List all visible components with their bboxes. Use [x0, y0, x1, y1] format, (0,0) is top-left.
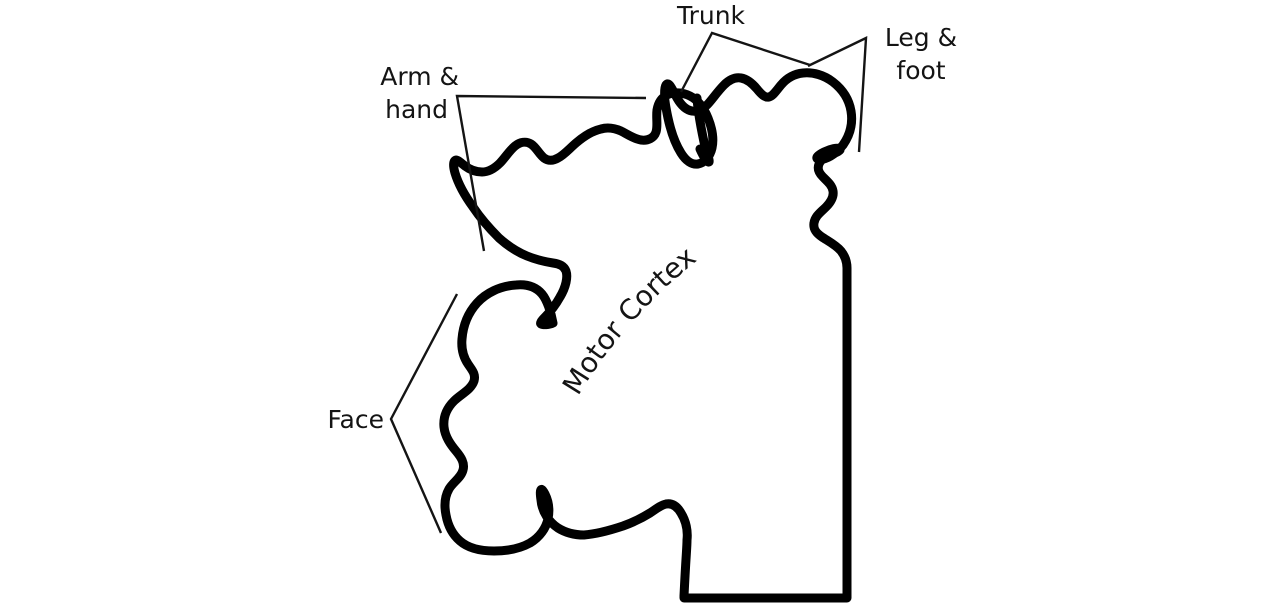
bracket-trunk	[679, 31, 811, 93]
cortex-outline-group	[439, 68, 857, 603]
label-face-line1: Face	[327, 405, 384, 434]
label-face: Face	[327, 405, 384, 434]
label-arm-hand-line1: Arm &	[380, 62, 459, 91]
central-sulcus-stroke	[692, 93, 714, 167]
label-leg-foot-line2: foot	[896, 56, 945, 85]
label-arm-hand-line2: hand	[385, 95, 448, 124]
bracket-arm-hand	[455, 94, 647, 252]
label-arm-hand: Arm & hand	[380, 62, 459, 124]
cortex-outline-path	[439, 68, 857, 603]
label-motor-cortex-textpath: Motor Cortex	[556, 240, 702, 400]
label-leg-foot-line1: Leg &	[885, 23, 957, 52]
label-trunk-line1: Trunk	[676, 1, 746, 30]
label-motor-cortex: Motor Cortex	[556, 240, 702, 400]
label-motor-cortex-text: Motor Cortex	[556, 240, 702, 400]
bracket-leg-foot	[807, 36, 868, 153]
label-trunk: Trunk	[676, 1, 746, 30]
bracket-face-path	[389, 293, 459, 534]
bracket-leg-foot-path	[807, 36, 868, 153]
bracket-arm-hand-path	[455, 94, 647, 252]
bracket-trunk-path	[679, 31, 811, 93]
label-leg-foot: Leg & foot	[885, 23, 957, 85]
bracket-face	[389, 293, 459, 534]
